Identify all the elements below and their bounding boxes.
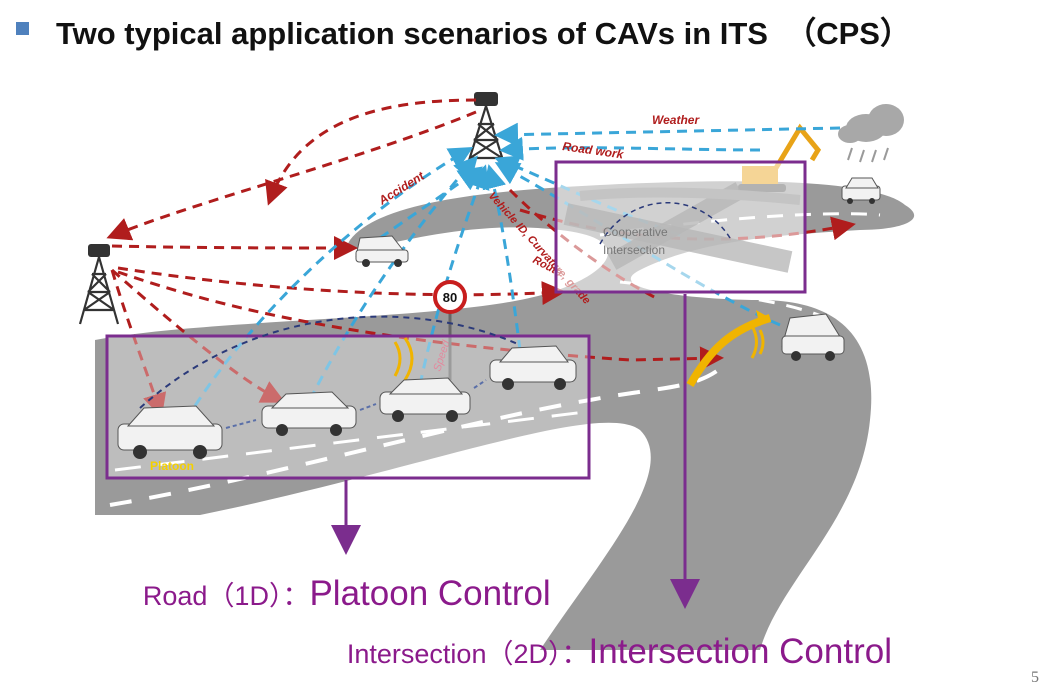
speed-limit-sign: 80 bbox=[433, 280, 467, 380]
platoon-car bbox=[261, 391, 357, 436]
platoon-label: Platoon bbox=[150, 459, 194, 473]
road-label-prefix: Road（1D）： bbox=[142, 581, 310, 611]
cooperative-intersection-frame: Cooperative Intersection bbox=[554, 160, 807, 294]
signal-wave-icon bbox=[750, 325, 765, 359]
accident-label: Accident bbox=[375, 168, 427, 208]
intersection-label-prefix: Intersection（2D）： bbox=[346, 639, 589, 669]
platoon-comm-arc bbox=[139, 315, 521, 409]
car-icon bbox=[355, 235, 409, 267]
platoon-car bbox=[489, 345, 577, 390]
speed-limit-value: 80 bbox=[443, 290, 457, 305]
cooperative-intersection-label-line1: Cooperative bbox=[603, 225, 668, 239]
slide-title: Two typical application scenarios of CAV… bbox=[56, 16, 911, 51]
platoon-frame: Platoon bbox=[105, 315, 591, 480]
page-number: 5 bbox=[1031, 669, 1039, 686]
intersection-control-row: Intersection（2D）：Intersection Control bbox=[338, 614, 892, 672]
title-bullet bbox=[16, 22, 29, 35]
tower-icon bbox=[464, 92, 508, 171]
car-icon bbox=[781, 313, 845, 361]
car-icon bbox=[841, 177, 881, 204]
intersection-control-label: Intersection Control bbox=[588, 632, 892, 671]
cloud-icon bbox=[838, 104, 904, 163]
road-platoon-label: Road（1D）：Platoon Control bbox=[134, 556, 551, 614]
turn-arrow-icon bbox=[686, 314, 772, 387]
turn-arrow-head bbox=[756, 310, 770, 326]
weather-label: Weather bbox=[652, 113, 700, 127]
platoon-car bbox=[117, 405, 223, 459]
v2v-link bbox=[225, 379, 487, 429]
tower-icon bbox=[78, 244, 120, 325]
road-work-label: Road work bbox=[562, 139, 626, 162]
platoon-control-label: Platoon Control bbox=[309, 574, 551, 613]
cooperative-intersection-label-line2: Intersection bbox=[603, 243, 665, 257]
platoon-car bbox=[379, 377, 471, 422]
signal-wave-icon bbox=[393, 337, 414, 381]
